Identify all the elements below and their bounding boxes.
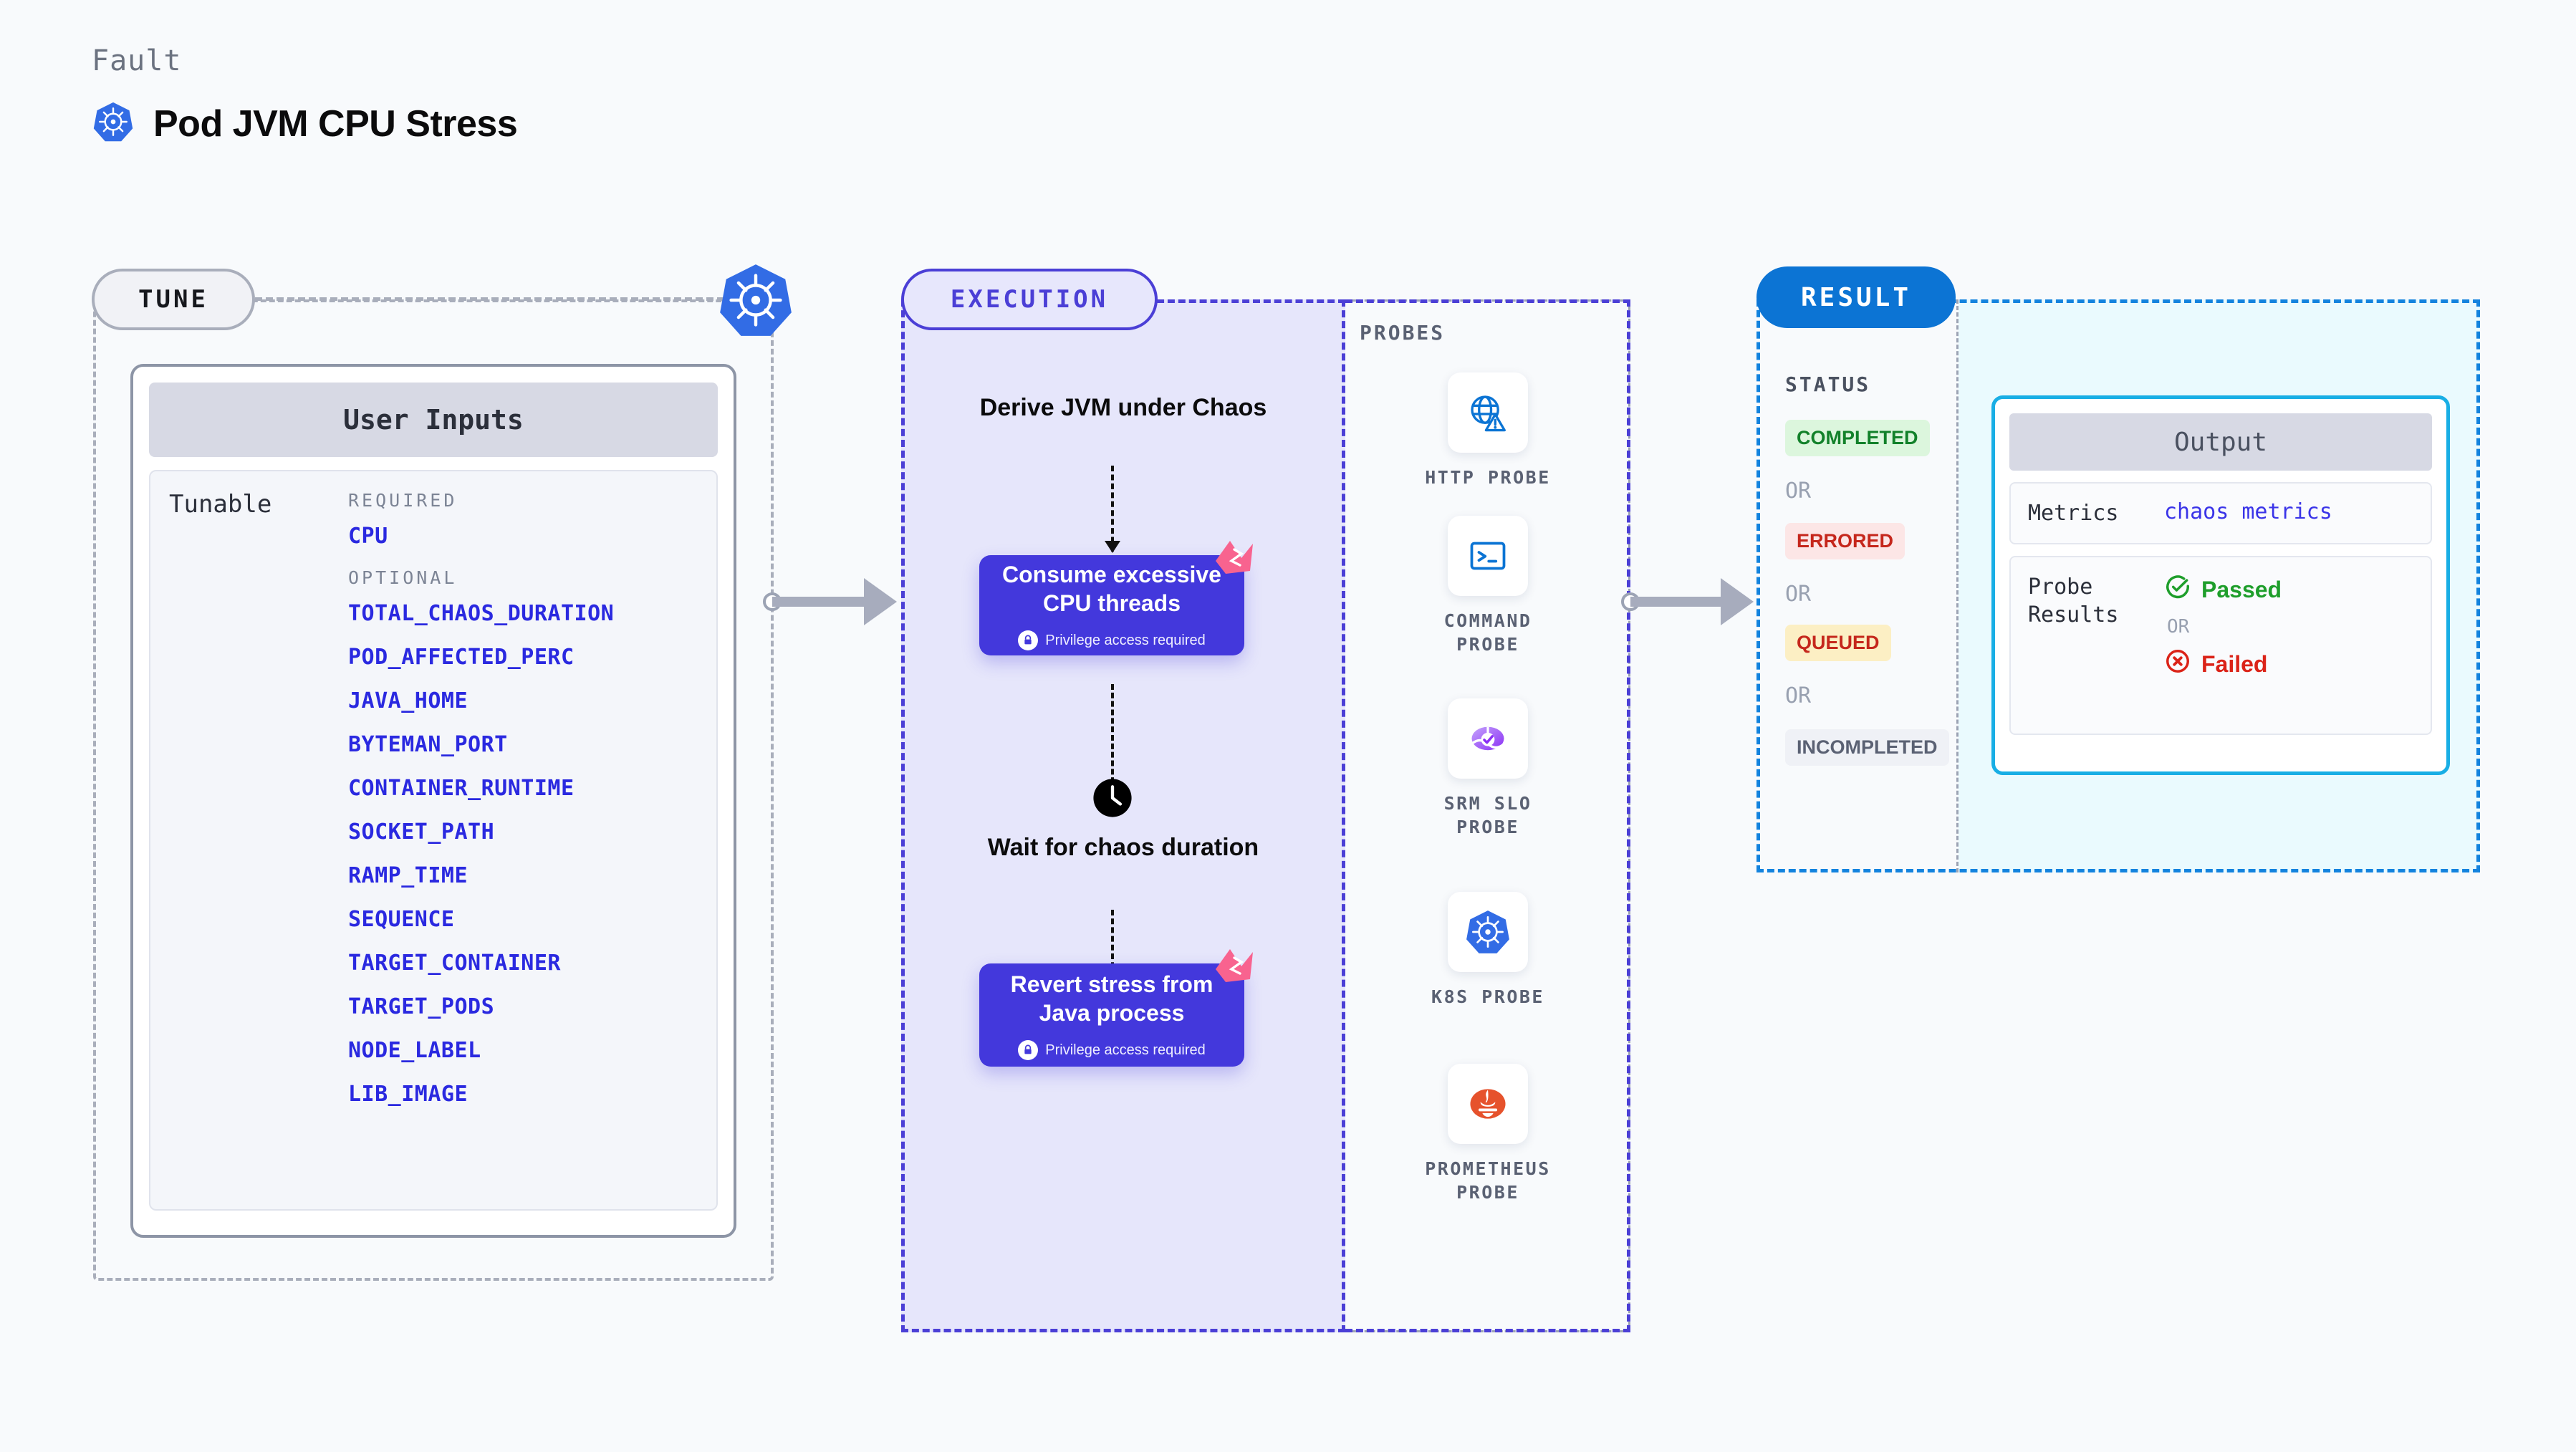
- flow-arrow-1: [1105, 466, 1120, 553]
- probe-command-label: COMMAND PROBE: [1443, 610, 1532, 655]
- param-target-pods[interactable]: TARGET_PODS: [348, 994, 495, 1019]
- lock-icon: [1018, 630, 1039, 651]
- srm-slo-icon: [1448, 698, 1528, 779]
- param-cpu[interactable]: CPU: [348, 524, 388, 549]
- tune-badge[interactable]: TUNE: [92, 269, 255, 330]
- title-row: Pod JVM CPU Stress: [92, 100, 518, 147]
- flow-arrow-2: [1105, 684, 1120, 793]
- check-circle-icon: [2164, 573, 2191, 606]
- status-or-3: OR: [1785, 683, 1812, 708]
- execution-card-consume-note-text: Privilege access required: [1045, 632, 1206, 648]
- page-title: Pod JVM CPU Stress: [153, 102, 518, 145]
- probes-panel: [1345, 299, 1630, 1332]
- x-circle-icon: [2164, 648, 2191, 681]
- probe-srm-slo-label: SRM SLO PROBE: [1443, 793, 1532, 837]
- execution-card-consume-title: Consume excessive CPU threads: [1002, 561, 1221, 616]
- probe-prometheus[interactable]: PROMETHEUS PROBE: [1411, 1064, 1565, 1204]
- execution-card-consume-note: Privilege access required: [1018, 630, 1206, 651]
- output-metrics-value[interactable]: chaos metrics: [2164, 499, 2332, 524]
- prometheus-icon: [1448, 1064, 1528, 1144]
- probe-command[interactable]: COMMAND PROBE: [1411, 516, 1565, 656]
- output-metrics-row: Metrics chaos metrics: [2009, 482, 2432, 544]
- execution-panel: [901, 299, 1345, 1332]
- param-java-home[interactable]: JAVA_HOME: [348, 688, 468, 713]
- execution-card-revert[interactable]: Revert stress from Java process Privileg…: [979, 949, 1253, 1067]
- param-container-runtime[interactable]: CONTAINER_RUNTIME: [348, 776, 575, 801]
- status-or-2: OR: [1785, 582, 1812, 607]
- chaos-logo-icon: [1213, 539, 1256, 578]
- group-title-required: REQUIRED: [348, 490, 458, 511]
- status-label: STATUS: [1785, 372, 1871, 396]
- group-title-optional: OPTIONAL: [348, 567, 458, 588]
- status-badge-incompleted: INCOMPLETED: [1785, 729, 1949, 766]
- param-sequence[interactable]: SEQUENCE: [348, 907, 455, 932]
- user-inputs-card: User Inputs Tunable REQUIRED CPU OPTIONA…: [130, 364, 736, 1238]
- chaos-logo-icon: [1213, 948, 1256, 986]
- param-lib-image[interactable]: LIB_IMAGE: [348, 1082, 468, 1107]
- probe-http-label: HTTP PROBE: [1425, 467, 1551, 488]
- tunable-label: Tunable: [169, 490, 272, 519]
- clock-icon: [1092, 777, 1133, 819]
- param-ramp-time[interactable]: RAMP_TIME: [348, 863, 468, 888]
- probe-http[interactable]: HTTP PROBE: [1411, 372, 1565, 489]
- execution-step-wait: Wait for chaos duration: [987, 834, 1259, 861]
- result-status-column: [1756, 299, 1959, 872]
- fault-kicker: Fault: [92, 44, 182, 77]
- probe-result-failed-label: Failed: [2201, 650, 2268, 677]
- status-badge-errored: ERRORED: [1785, 523, 1905, 559]
- param-pod-affected-perc[interactable]: POD_AFFECTED_PERC: [348, 645, 575, 670]
- param-node-label[interactable]: NODE_LABEL: [348, 1038, 481, 1063]
- param-target-container[interactable]: TARGET_CONTAINER: [348, 951, 561, 976]
- param-socket-path[interactable]: SOCKET_PATH: [348, 819, 495, 845]
- output-probe-results-key: Probe Results: [2028, 574, 2119, 628]
- probe-result-passed: Passed: [2164, 573, 2282, 606]
- result-panel: [1756, 299, 2480, 872]
- status-badge-queued: QUEUED: [1785, 625, 1891, 661]
- status-or-1: OR: [1785, 479, 1812, 504]
- globe-warning-icon: [1448, 372, 1528, 453]
- execution-card-revert-note: Privilege access required: [1018, 1040, 1206, 1061]
- user-inputs-title: User Inputs: [149, 383, 718, 457]
- execution-card-revert-note-text: Privilege access required: [1045, 1042, 1206, 1058]
- param-total-chaos-duration[interactable]: TOTAL_CHAOS_DURATION: [348, 601, 615, 626]
- tunable-section: Tunable REQUIRED CPU OPTIONAL TOTAL_CHAO…: [149, 470, 718, 1211]
- execution-card-consume[interactable]: Consume excessive CPU threads Privilege …: [979, 541, 1253, 655]
- probe-result-failed: Failed: [2164, 648, 2282, 681]
- execution-badge[interactable]: EXECUTION: [901, 269, 1158, 330]
- probe-result-or: OR: [2167, 616, 2190, 638]
- param-byteman-port[interactable]: BYTEMAN_PORT: [348, 732, 508, 757]
- probe-result-passed-label: Passed: [2201, 576, 2282, 602]
- kubernetes-icon: [716, 261, 795, 340]
- terminal-icon: [1448, 516, 1528, 596]
- probe-results-values: Passed OR Failed: [2164, 573, 2282, 681]
- probe-k8s-label: K8S PROBE: [1431, 986, 1544, 1007]
- output-metrics-key: Metrics: [2028, 501, 2119, 526]
- output-card: Output Metrics chaos metrics Probe Resul…: [1991, 395, 2450, 775]
- output-title: Output: [2009, 413, 2432, 471]
- page-header: Fault Pod JVM CPU Stress: [92, 44, 518, 147]
- kubernetes-icon: [1448, 892, 1528, 972]
- kubernetes-icon: [92, 100, 135, 147]
- execution-card-revert-title: Revert stress from Java process: [1010, 971, 1213, 1026]
- probes-label: PROBES: [1360, 321, 1446, 345]
- tune-panel: [93, 299, 774, 1281]
- probe-prometheus-label: PROMETHEUS PROBE: [1425, 1158, 1551, 1203]
- status-badge-completed: COMPLETED: [1785, 420, 1930, 456]
- probe-k8s[interactable]: K8S PROBE: [1411, 892, 1565, 1009]
- execution-step-derive: Derive JVM under Chaos: [979, 394, 1267, 421]
- tune-connector-line: [255, 297, 756, 301]
- probe-srm-slo[interactable]: SRM SLO PROBE: [1411, 698, 1565, 839]
- tunable-parameter-lists: REQUIRED CPU OPTIONAL TOTAL_CHAOS_DURATI…: [348, 490, 702, 1191]
- result-badge[interactable]: RESULT: [1756, 266, 1956, 328]
- lock-icon: [1018, 1040, 1039, 1061]
- output-probe-results-row: Probe Results Passed OR: [2009, 556, 2432, 735]
